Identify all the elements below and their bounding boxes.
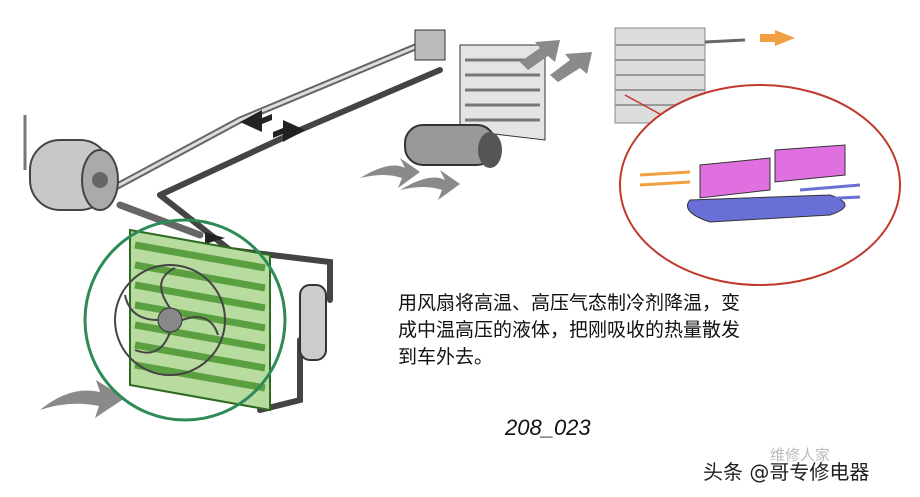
air-arrows xyxy=(40,40,592,418)
condenser-highlight-circle xyxy=(83,218,287,422)
figure-code: 208_023 xyxy=(505,415,591,440)
condenser-detail-inset xyxy=(614,27,901,286)
watermark-primary: 头条 @哥专修电器 xyxy=(703,460,870,484)
condenser xyxy=(83,218,287,422)
description-line: 到车外去。 xyxy=(398,346,494,368)
description-line: 用风扇将高温、高压气态制冷剂降温，变 xyxy=(398,292,741,314)
watermark-secondary: 维修人家 xyxy=(770,446,831,464)
compressor xyxy=(23,115,119,211)
blower-motor xyxy=(404,124,502,168)
description-text: 用风扇将高温、高压气态制冷剂降温，变 成中温高压的液体，把刚吸收的热量散发 到车… xyxy=(398,290,838,371)
description-line: 成中温高压的液体，把刚吸收的热量散发 xyxy=(398,319,741,341)
evaporator xyxy=(414,29,546,141)
receiver-drier xyxy=(299,284,327,361)
fan xyxy=(114,264,226,376)
